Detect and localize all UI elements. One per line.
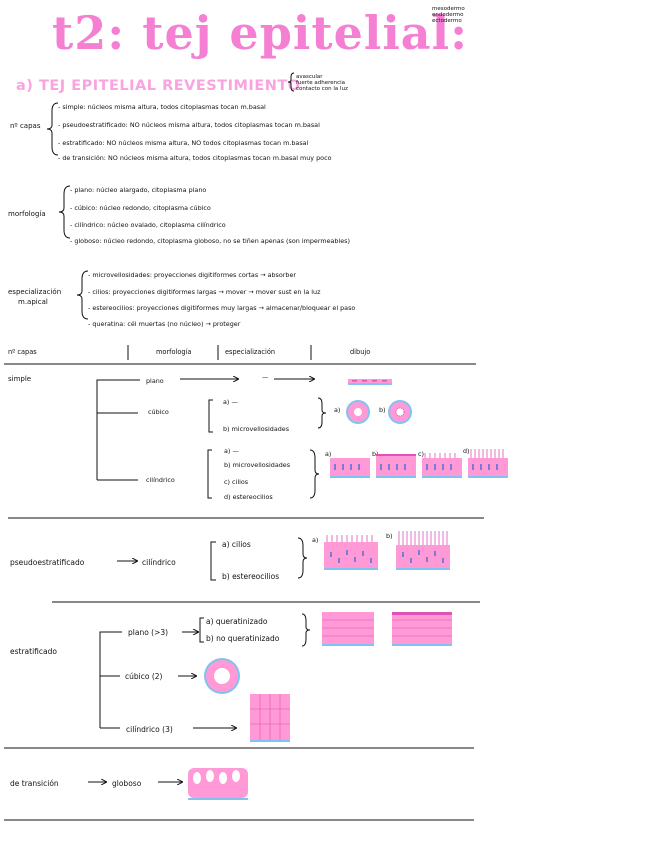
brace <box>288 73 294 91</box>
tissue-transicion <box>188 768 248 800</box>
brace <box>298 538 307 578</box>
tissue-plano-simple <box>348 379 392 385</box>
bracket <box>209 400 213 432</box>
bracket <box>200 618 204 642</box>
brace <box>59 186 70 238</box>
bracket <box>211 542 216 580</box>
brace <box>47 103 58 155</box>
brace <box>77 271 88 319</box>
tissue-estratificado-cubico <box>204 658 240 694</box>
brace <box>318 398 326 428</box>
tissue-cilindrico-simple <box>330 449 508 478</box>
brace <box>310 450 319 498</box>
tissue-estratificado-plano <box>322 612 452 646</box>
tissue-estratificado-cilindrico <box>250 694 290 742</box>
tissue-cubico-a <box>346 400 370 424</box>
tissue-cubico-b <box>388 400 412 424</box>
brace <box>302 614 310 646</box>
tissue-pseudoestratificado <box>324 531 450 570</box>
bracket <box>208 450 212 498</box>
